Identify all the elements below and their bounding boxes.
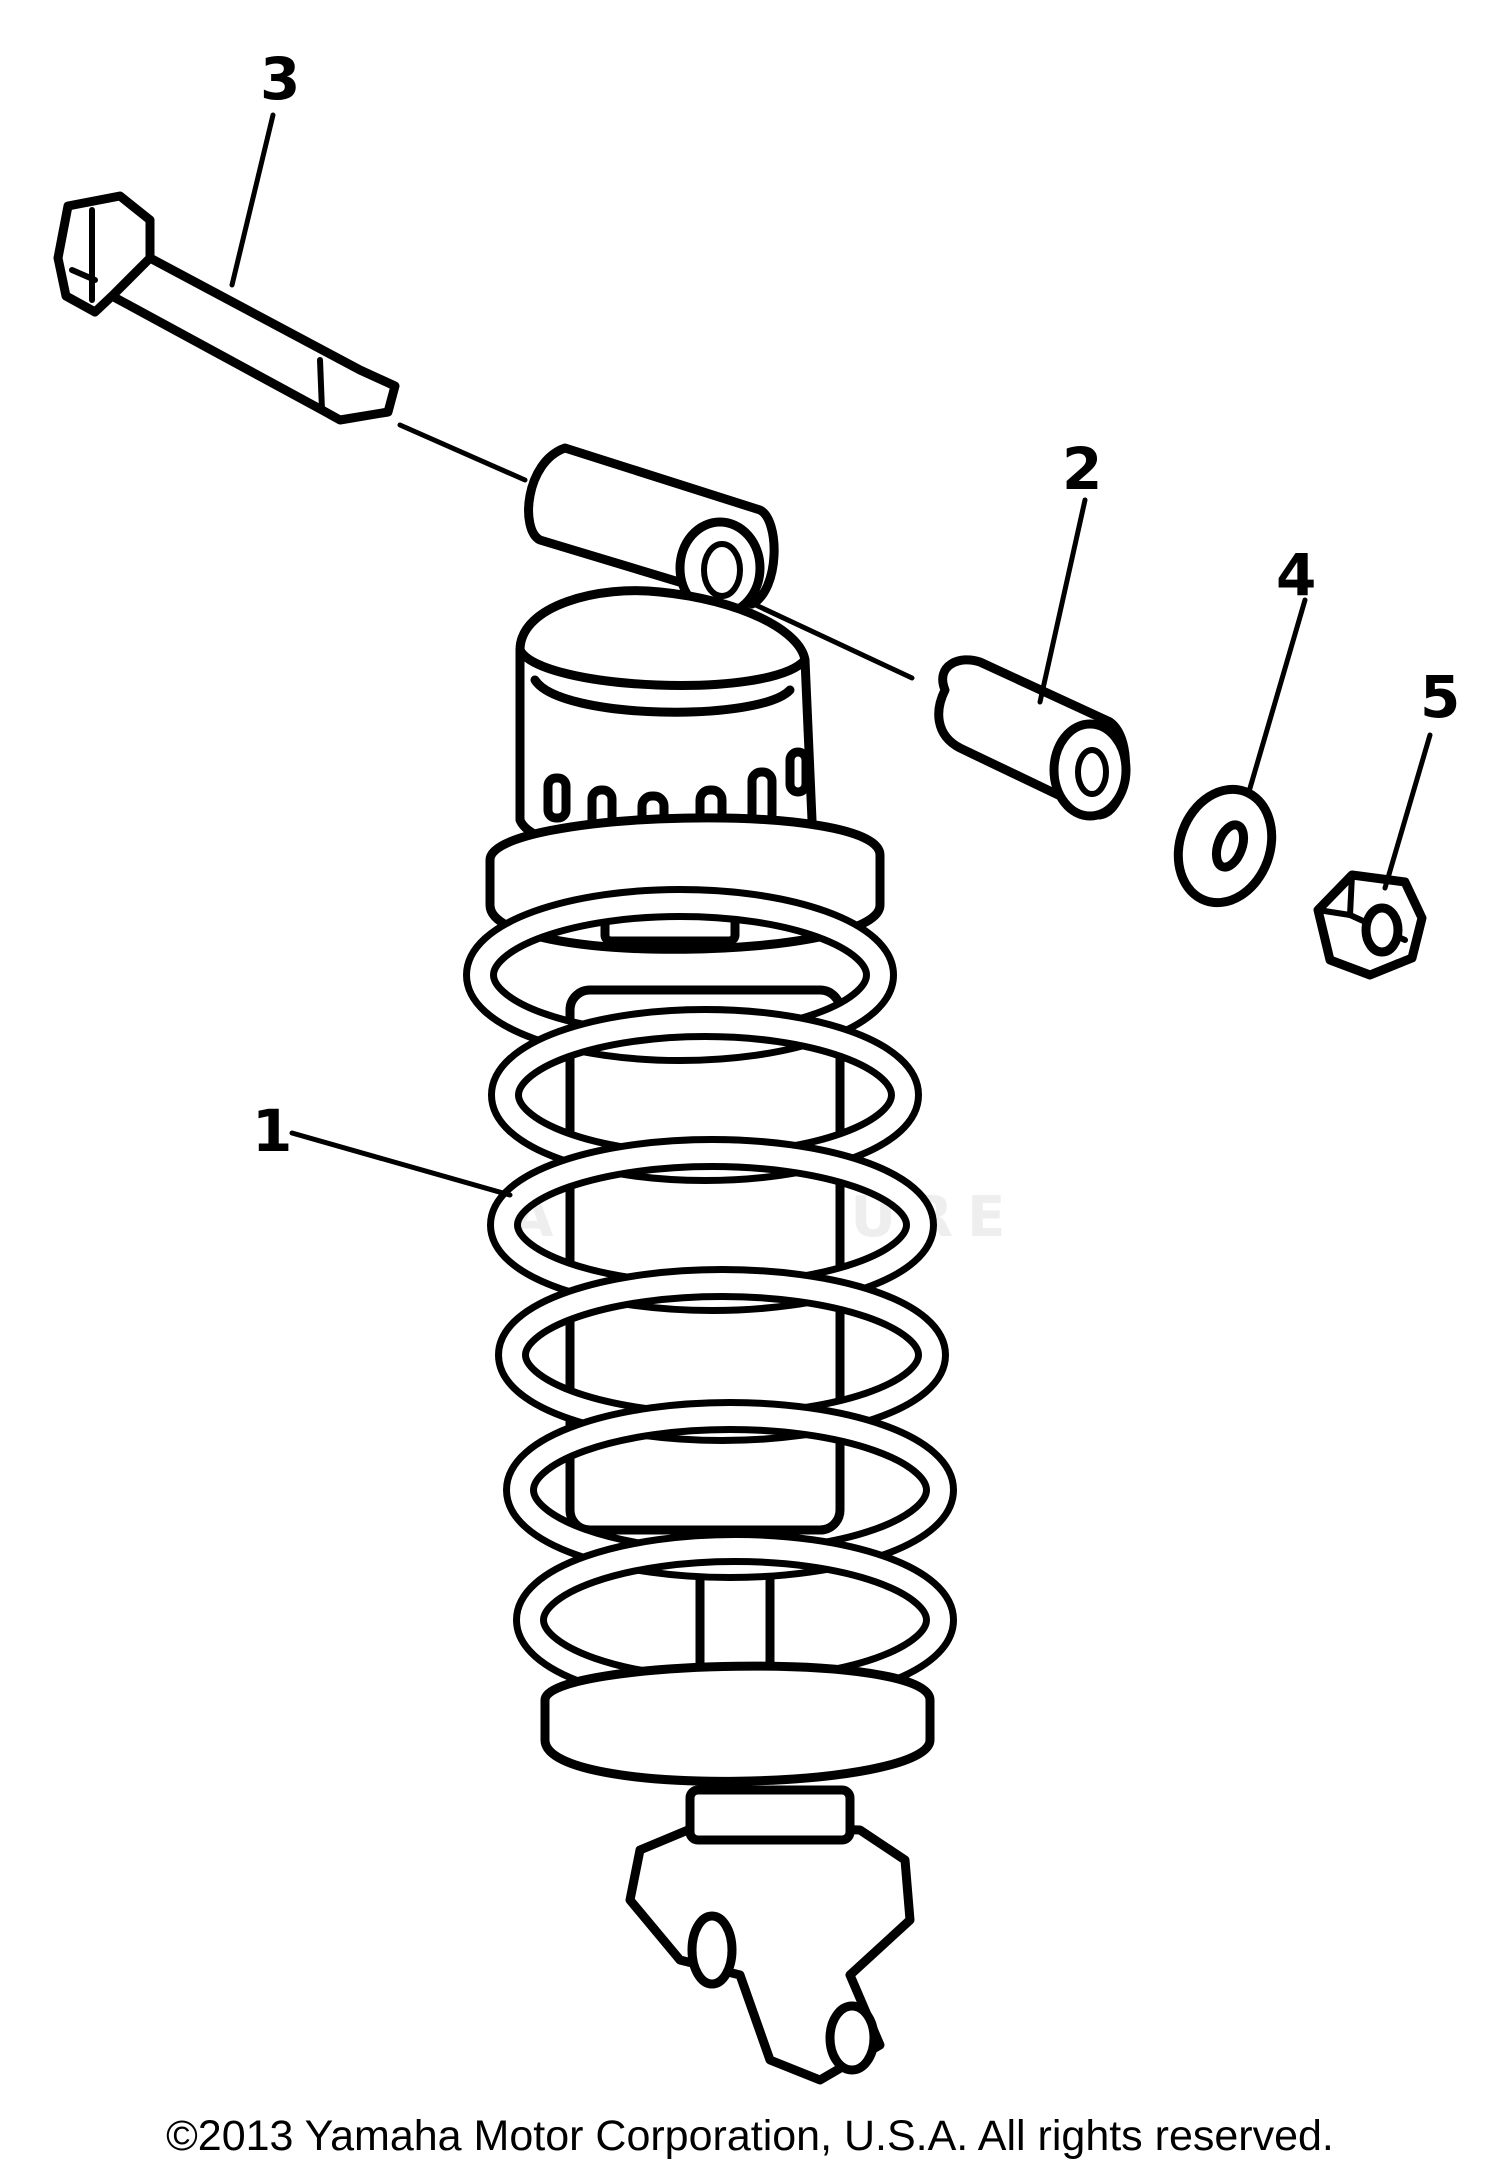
callout-label-4: 4 <box>1276 541 1317 609</box>
callout-label-3: 3 <box>260 45 301 113</box>
bolt-part-3 <box>53 191 400 425</box>
copyright-notice: ©2013 Yamaha Motor Corporation, U.S.A. A… <box>166 2112 1334 2160</box>
collar-part-2 <box>934 655 1131 821</box>
assembly-axis-line <box>397 422 915 681</box>
callout-label-5: 5 <box>1420 663 1461 731</box>
coil-spring-part-1 <box>463 886 957 1709</box>
nut-part-5 <box>1313 870 1427 980</box>
callout-leaders <box>229 112 1433 1198</box>
callout-label-2: 2 <box>1062 435 1103 503</box>
shock-lower-clevis <box>540 1661 935 2085</box>
washer-part-4 <box>1173 784 1277 908</box>
callout-label-1: 1 <box>252 1097 293 1165</box>
shock-top-body <box>485 586 885 954</box>
